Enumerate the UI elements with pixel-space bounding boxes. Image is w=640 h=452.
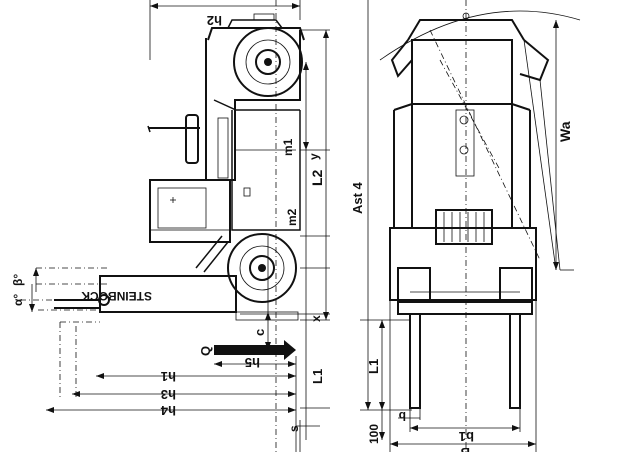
cab-roof (207, 13, 305, 41)
brand-lettering: STEINBOCK (81, 289, 152, 303)
lower-wheel (227, 233, 297, 303)
vertical-dimensions (240, 29, 330, 440)
label-L2: L2 (309, 169, 325, 186)
label-h1: h1 (161, 369, 176, 384)
label-h2: h2 (207, 13, 222, 28)
label-L1-side: L1 (310, 369, 325, 384)
label-100: 100 (367, 424, 381, 444)
angle-indicators (29, 268, 39, 312)
dimension-wa (553, 20, 559, 270)
label-B: B (461, 445, 470, 452)
front-body (393, 103, 531, 245)
label-b1: b1 (459, 429, 474, 444)
upper-wheel (233, 27, 303, 97)
label-s: s (287, 425, 301, 432)
cab-enclosure (149, 179, 251, 243)
label-Q: Q (198, 346, 213, 356)
operator-seat (147, 114, 200, 164)
label-h5: h5 (245, 355, 260, 370)
front-view: Ast 4 Wa L1 b b1 B 100 (350, 0, 581, 452)
label-b: b (399, 409, 406, 423)
label-beta: β° (11, 274, 25, 286)
label-m2: m2 (285, 208, 299, 226)
front-cab-top (390, 12, 550, 105)
dimension-widths (389, 300, 537, 452)
label-h3: h3 (161, 387, 176, 402)
label-L1-front: L1 (366, 359, 381, 374)
label-y: y (307, 153, 321, 160)
front-chassis (389, 227, 537, 315)
fork-carriage: STEINBOCK (54, 235, 299, 321)
label-ast4: Ast 4 (350, 181, 365, 214)
tilt-lines (20, 267, 110, 400)
label-c: c (252, 329, 267, 336)
horizontal-dimensions (46, 0, 320, 452)
label-h4: h4 (160, 403, 176, 418)
label-wa: Wa (557, 121, 573, 142)
side-view: STEINBOCK (11, 0, 330, 452)
label-alpha: α° (11, 294, 25, 306)
machine-body (205, 30, 301, 231)
turning-arc (379, 10, 581, 271)
dimension-h2 (149, 0, 301, 60)
label-x: x (309, 315, 323, 322)
dimension-ast4 (360, 0, 412, 440)
front-forks (409, 313, 521, 409)
load-arrow (214, 340, 296, 360)
label-m1: m1 (281, 138, 295, 156)
